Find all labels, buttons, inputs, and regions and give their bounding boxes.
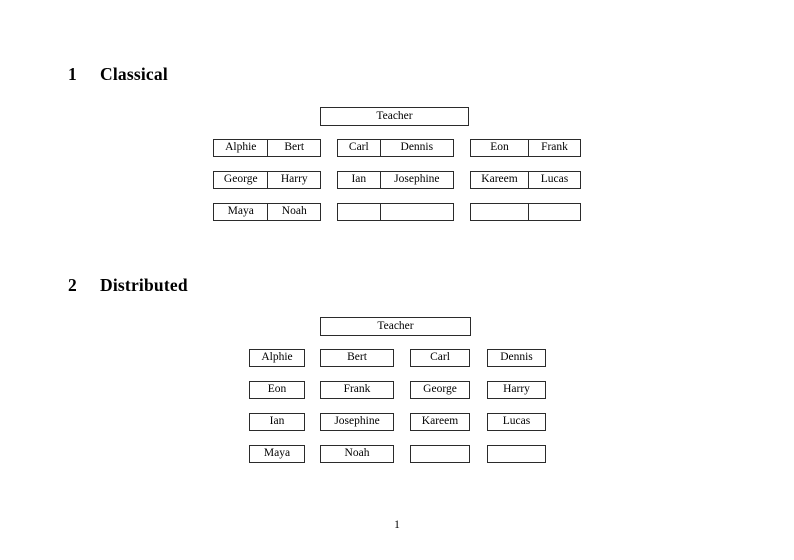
distributed-box[interactable]: Alphie [249,349,305,367]
classical-group-middle-row-1[interactable]: Carl Dennis [337,139,454,157]
table-cell[interactable]: Dennis [379,140,453,156]
table-cell[interactable] [379,204,453,220]
table-cell[interactable]: Harry [267,172,320,188]
section-title: Distributed [100,275,188,295]
section-number: 2 [68,275,77,295]
table-cell[interactable] [528,204,580,220]
classical-group-left-row-3[interactable]: Maya Noah [213,203,321,221]
classical-group-right-row-1[interactable]: Eon Frank [470,139,581,157]
distributed-box[interactable]: Noah [320,445,394,463]
table-cell[interactable]: Eon [490,141,509,154]
table-cell[interactable]: Frank [528,140,580,156]
distributed-box[interactable]: Ian [249,413,305,431]
section-heading-distributed: 2 Distributed [68,275,188,296]
distributed-box[interactable]: George [410,381,470,399]
distributed-box[interactable]: Lucas [487,413,546,431]
table-cell[interactable]: George [223,173,258,186]
distributed-box[interactable]: Maya [249,445,305,463]
classical-group-middle-row-3[interactable] [337,203,454,221]
table-cell[interactable]: Maya [227,205,254,218]
table-cell[interactable]: Kareem [481,173,518,186]
section-heading-classical: 1 Classical [68,64,168,85]
section-title: Classical [100,64,168,84]
classical-group-right-row-3[interactable] [470,203,581,221]
distributed-box[interactable] [410,445,470,463]
classical-group-left-row-2[interactable]: George Harry [213,171,321,189]
distributed-box[interactable]: Bert [320,349,394,367]
page-number: 1 [394,519,400,531]
distributed-box[interactable]: Dennis [487,349,546,367]
distributed-box[interactable] [487,445,546,463]
table-cell[interactable] [471,204,528,220]
table-cell[interactable]: Alphie [225,141,257,154]
table-cell[interactable] [338,204,380,220]
teacher-box-classical[interactable]: Teacher [320,107,469,126]
table-cell[interactable]: Josephine [379,172,453,188]
section-number: 1 [68,64,77,84]
distributed-box[interactable]: Josephine [320,413,394,431]
distributed-box[interactable]: Eon [249,381,305,399]
table-cell[interactable]: Carl [348,141,369,154]
distributed-box[interactable]: Harry [487,381,546,399]
distributed-box[interactable]: Frank [320,381,394,399]
table-cell[interactable]: Noah [267,204,320,220]
teacher-box-distributed[interactable]: Teacher [320,317,471,336]
classical-group-middle-row-2[interactable]: Ian Josephine [337,171,454,189]
table-cell[interactable]: Lucas [528,172,580,188]
classical-group-left-row-1[interactable]: Alphie Bert [213,139,321,157]
table-cell[interactable]: Bert [267,140,320,156]
classical-group-right-row-2[interactable]: Kareem Lucas [470,171,581,189]
distributed-box[interactable]: Carl [410,349,470,367]
table-cell[interactable]: Ian [351,173,367,186]
distributed-box[interactable]: Kareem [410,413,470,431]
